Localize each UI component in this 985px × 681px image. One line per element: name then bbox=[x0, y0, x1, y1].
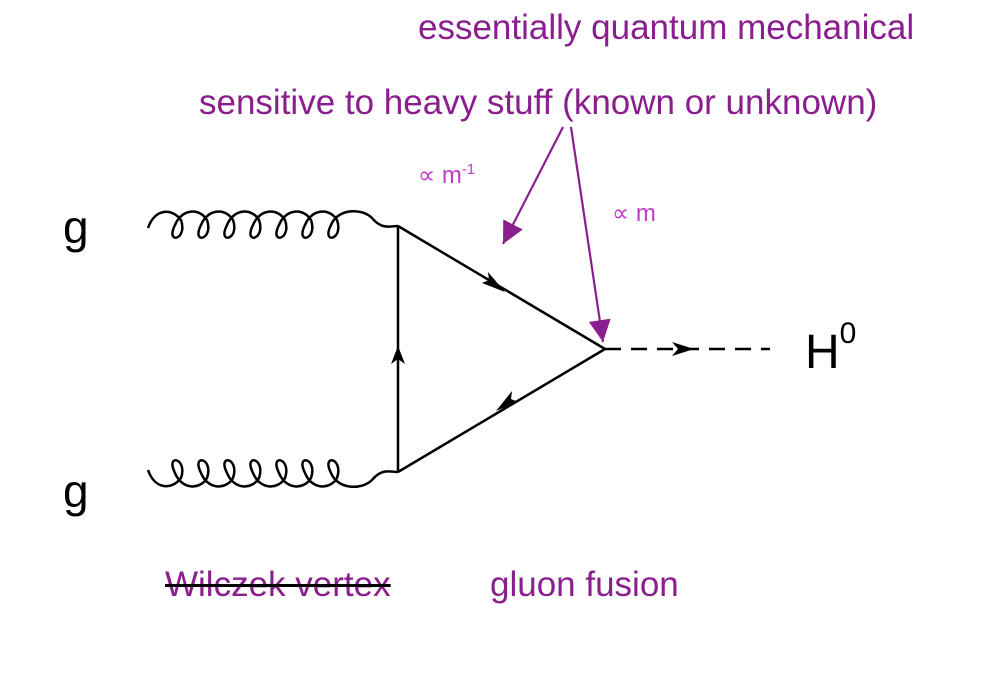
propto-inverse-exponent: -1 bbox=[461, 161, 476, 178]
pointer-arrow-to-vertex bbox=[569, 126, 611, 343]
fermion-line-bottom bbox=[397, 347, 606, 474]
annotation-quantum: essentially quantum mechanical bbox=[418, 8, 915, 47]
higgs-label: H0 bbox=[805, 317, 856, 380]
gluon-top-line bbox=[146, 210, 399, 239]
higgs-superscript: 0 bbox=[839, 317, 857, 350]
gluon-bottom-label: g bbox=[63, 465, 89, 517]
higgs-arrow bbox=[672, 342, 694, 356]
fermion-line-top bbox=[397, 224, 606, 351]
annotation-propto-m: ∝ m bbox=[612, 200, 656, 227]
propto-inverse-label: ∝ m bbox=[418, 162, 462, 189]
annotation-propto-inverse-m: ∝ m-1 bbox=[418, 161, 475, 190]
gluon-top-label: g bbox=[63, 201, 89, 253]
pointer-arrow-to-top-edge bbox=[502, 126, 564, 245]
annotation-heavy-stuff: sensitive to heavy stuff (known or unkno… bbox=[199, 83, 878, 122]
fermion-arrow-up bbox=[391, 346, 405, 364]
fermion-arrow-top bbox=[482, 272, 505, 292]
struck-caption: Wilczek vertex bbox=[165, 565, 391, 604]
higgs-symbol: H bbox=[805, 326, 840, 379]
fermion-arrow-bottom bbox=[496, 391, 518, 411]
caption-gluon-fusion: gluon fusion bbox=[490, 565, 679, 604]
gluon-bottom-line bbox=[146, 459, 399, 488]
